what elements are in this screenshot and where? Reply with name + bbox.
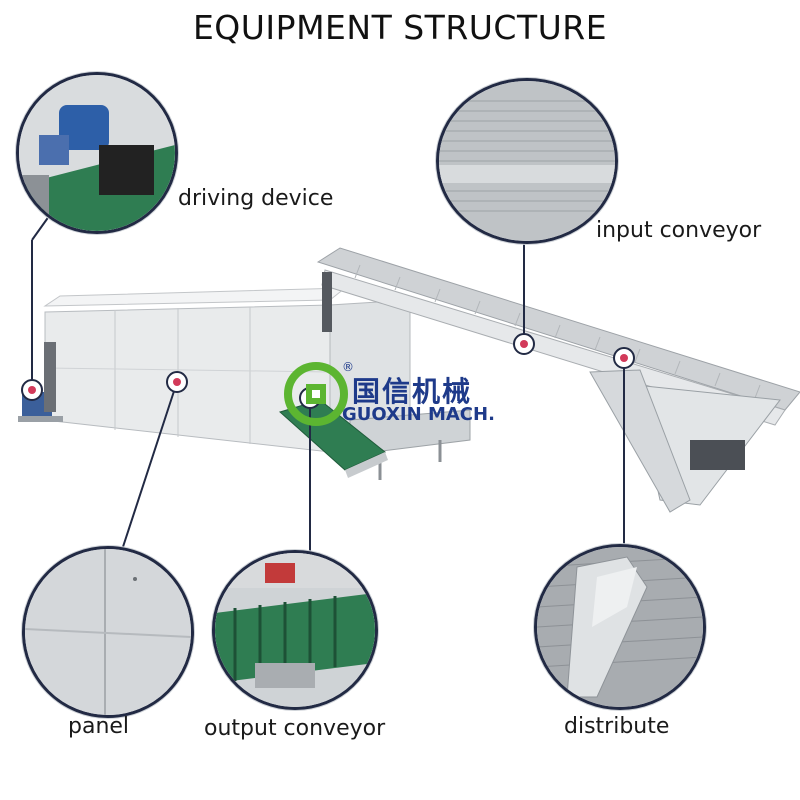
distribute-photo (534, 544, 706, 710)
driving-device-photo (16, 72, 178, 234)
panel-photo (22, 546, 194, 718)
brand-logo: ® 国信机械 GUOXIN MACH. (284, 360, 524, 430)
logo-english-text: GUOXIN MACH. (342, 404, 495, 425)
driving-device-label: driving device (178, 186, 334, 211)
dryer-top (43, 287, 347, 307)
logo-emblem-icon (284, 362, 348, 426)
marker-distribute (613, 347, 635, 369)
registered-mark: ® (342, 360, 354, 374)
distribute-label: distribute (564, 714, 670, 739)
page-title: EQUIPMENT STRUCTURE (192, 8, 608, 47)
input-conveyor-label: input conveyor (596, 218, 762, 243)
input-conveyor-photo (436, 78, 618, 244)
logo-chinese-text: 国信机械 (352, 375, 473, 408)
marker-driving-device (21, 379, 43, 401)
output-conveyor-label: output conveyor (204, 716, 386, 741)
panel-label: panel (68, 714, 130, 739)
output-conveyor-photo (212, 550, 378, 710)
marker-panel (166, 371, 188, 393)
marker-input-conveyor (513, 333, 535, 355)
